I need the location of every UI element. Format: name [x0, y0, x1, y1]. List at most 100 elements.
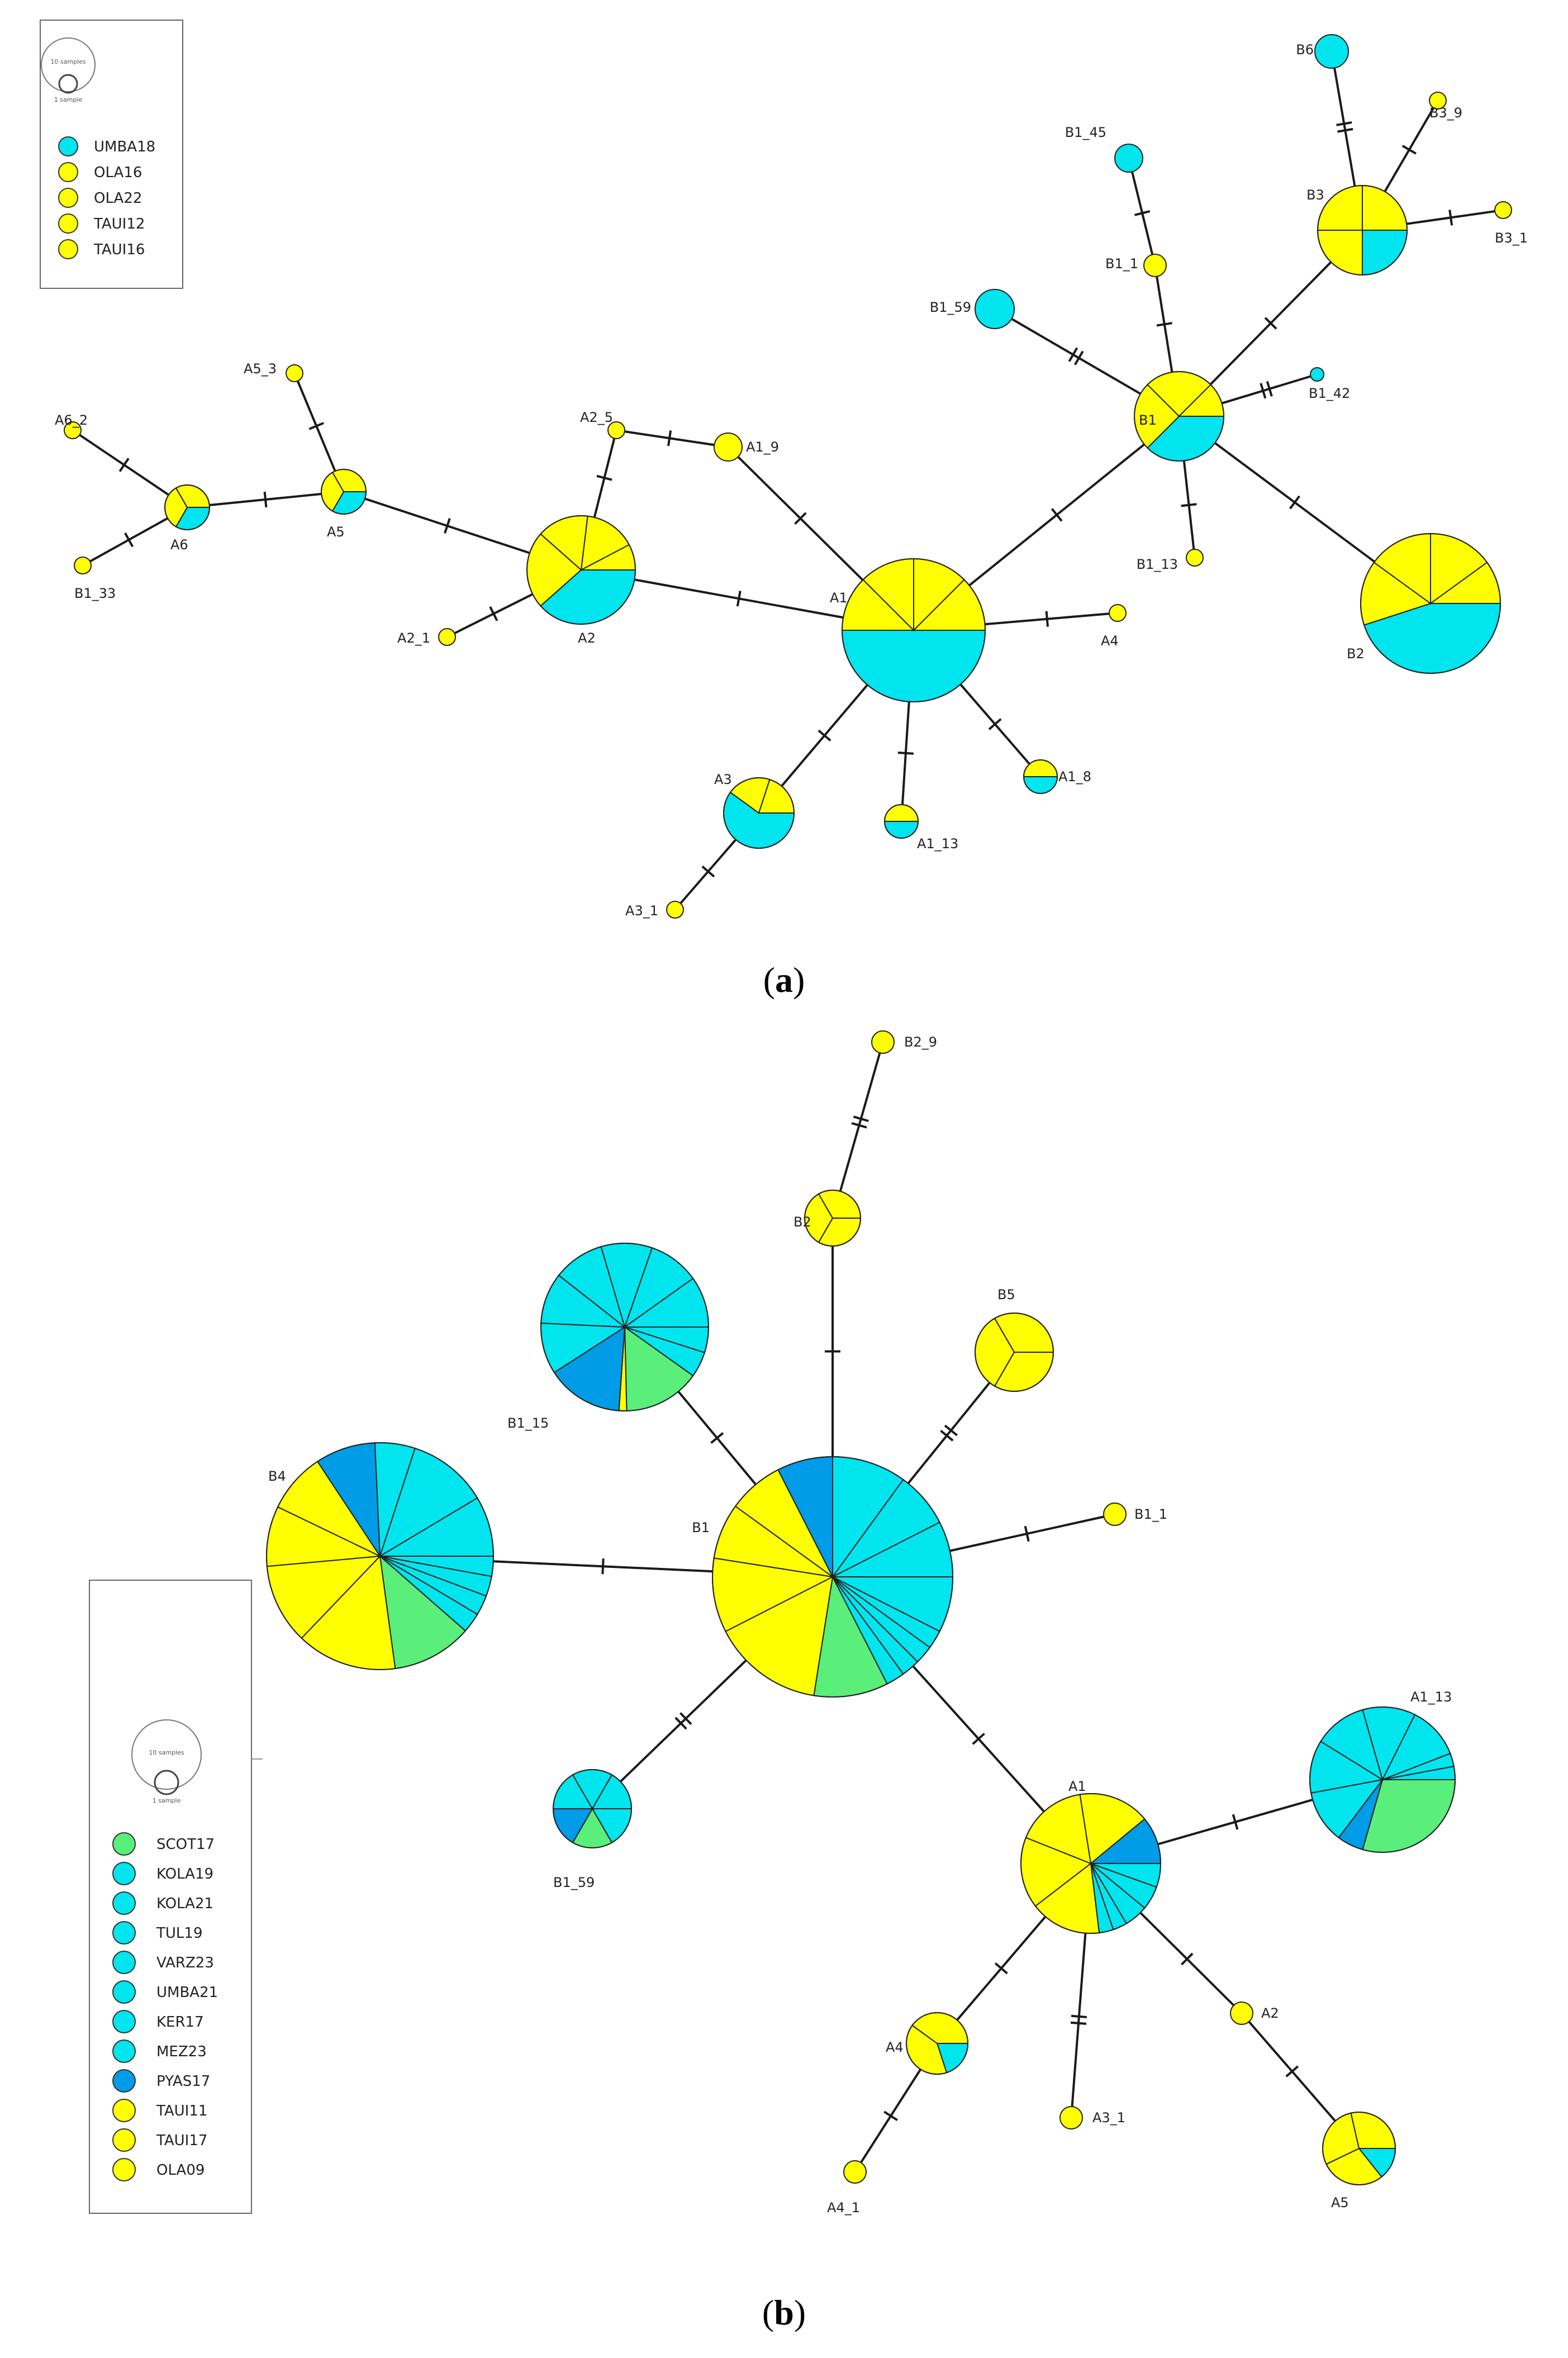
- pie-slice: [1103, 1503, 1127, 1526]
- mutation-mark: [489, 606, 498, 621]
- mutation-mark: [1289, 495, 1300, 510]
- haplotype-node-b1-33: B1_33: [74, 557, 116, 601]
- node-outline: [164, 484, 210, 530]
- mutation-mark: [124, 532, 134, 548]
- pie-slice: [1023, 776, 1058, 794]
- legend-swatch-taui17: [112, 2128, 136, 2152]
- mutation-mark: [1401, 145, 1417, 155]
- pie-slice: [438, 628, 456, 646]
- mutation-mark: [674, 1717, 687, 1730]
- mutation-mark: [994, 1962, 1008, 1975]
- haplotype-node-b2-9: B2_9: [871, 1030, 937, 1054]
- node-label-a3-1: A3_1: [625, 903, 658, 919]
- mutation-mark: [1336, 121, 1352, 126]
- legend-scale-small-label: 1 sample: [54, 96, 83, 103]
- node-label-b3-9: B3_9: [1429, 105, 1462, 121]
- node-label-a4: A4: [1101, 633, 1119, 649]
- mutation-mark: [1068, 347, 1078, 362]
- node-label-b1-59: B1_59: [553, 1875, 595, 1890]
- haplotype-node-b1: B1: [1134, 371, 1225, 462]
- edge-a6-a6-2: [72, 429, 188, 508]
- mutation-mark: [1024, 1525, 1030, 1542]
- node-label-a5-3: A5_3: [244, 361, 277, 377]
- pie-slice: [1114, 144, 1143, 173]
- legend-swatch-pyas17: [112, 2069, 136, 2093]
- pie-slice: [1186, 549, 1204, 567]
- node-outline: [1309, 1706, 1456, 1853]
- mutation-mark: [263, 491, 268, 508]
- pie-slice: [883, 821, 919, 839]
- haplotype-node-b6: B6: [1296, 34, 1349, 69]
- legend-swatch-kola21: [112, 1891, 136, 1915]
- node-label-b2-9: B2_9: [904, 1034, 937, 1050]
- pie-slice: [1143, 254, 1167, 277]
- mutation-mark: [940, 1429, 954, 1442]
- haplotype-node-a5-3: A5_3: [244, 361, 303, 382]
- node-label-a6: A6: [170, 537, 188, 553]
- panel-b: 10 samples 1 sample SCOT17KOLA19KOLA21TU…: [89, 1030, 1456, 2332]
- node-label-b6: B6: [1296, 42, 1314, 58]
- node-label-b2: B2: [793, 1214, 811, 1230]
- edge-a2-5-a1-9: [616, 429, 729, 448]
- legend-scale-large-circle: [131, 1719, 202, 1790]
- haplotype-node-b3-1: B3_1: [1494, 201, 1528, 246]
- haplotype-node-a1-9: A1_9: [714, 432, 779, 462]
- caption-a-letter: a: [775, 960, 793, 1000]
- node-label-a2: A2: [578, 630, 596, 646]
- node-outline: [712, 1456, 953, 1698]
- legend-swatch-tul19: [112, 1921, 136, 1945]
- node-label-b3: B3: [1306, 187, 1324, 203]
- node-label-b1-15: B1_15: [507, 1415, 549, 1431]
- haplotype-node-a5: A5: [1322, 2112, 1396, 2210]
- node-label-b1-45: B1_45: [1065, 125, 1106, 140]
- mutation-mark: [897, 752, 914, 755]
- haplotype-node-b1-45: B1_45: [1065, 125, 1143, 173]
- mutation-mark: [601, 1558, 605, 1575]
- haplotype-node-b1-59: B1_59: [930, 289, 1015, 329]
- node-outline: [723, 777, 795, 849]
- legend-swatch-ola16: [58, 162, 78, 182]
- node-label-b1-33: B1_33: [74, 586, 116, 601]
- haplotype-node-a4-1: A4_1: [827, 2160, 867, 2216]
- legend-swatch-taui12: [58, 213, 78, 234]
- legend-label-varz23: VARZ23: [156, 1955, 214, 1971]
- network-nodes-b: B1B4B1_15A1A1_13B1_59B2B2_9B5B1_1A2A5A3_…: [266, 1030, 1456, 2216]
- mutation-mark: [1285, 2065, 1299, 2077]
- node-label-b5: B5: [997, 1287, 1015, 1302]
- node-label-a1-9: A1_9: [746, 439, 779, 455]
- haplotype-node-a2: A2: [526, 515, 636, 646]
- legend-label-pyas17: PYAS17: [156, 2073, 210, 2090]
- mutation-mark: [1232, 1814, 1239, 1830]
- haplotype-node-b2: B2: [1347, 533, 1502, 674]
- mutation-mark: [1448, 210, 1453, 226]
- node-label-b3-1: B3_1: [1495, 230, 1528, 246]
- legend-swatch-kola19: [112, 1862, 136, 1885]
- mutation-mark: [1264, 317, 1277, 330]
- haplotype-node-a5: A5: [321, 469, 367, 540]
- pie-slice: [1059, 2106, 1083, 2129]
- haplotype-node-a2-5: A2_5: [580, 410, 625, 439]
- node-label-b2: B2: [1347, 646, 1365, 662]
- mutation-mark: [1051, 508, 1063, 522]
- legend-label-umba18: UMBA18: [94, 139, 155, 155]
- haplotype-node-a4: A4: [886, 2012, 969, 2075]
- pie-slice: [64, 421, 82, 439]
- legend-label-umba21: UMBA21: [156, 1984, 218, 2001]
- mutation-mark: [1260, 383, 1267, 399]
- pie-slice: [666, 901, 684, 919]
- legend-label-taui16: TAUI16: [93, 241, 145, 258]
- haplotype-node-a6-2: A6_2: [55, 412, 88, 439]
- pie-slice: [1429, 92, 1447, 110]
- legend-label-ola09: OLA09: [156, 2162, 205, 2179]
- pie-slice: [883, 804, 919, 822]
- pie-slice: [1317, 184, 1363, 231]
- mutation-mark: [710, 1432, 724, 1444]
- node-label-b1: B1: [692, 1520, 710, 1535]
- mutation-mark: [1071, 2014, 1087, 2018]
- node-outline: [266, 1442, 494, 1670]
- legend-label-mez23: MEZ23: [156, 2043, 207, 2060]
- node-label-a2-1: A2_1: [397, 630, 430, 646]
- haplotype-node-b1-42: B1_42: [1309, 367, 1350, 401]
- node-label-a1: A1: [830, 590, 848, 606]
- mutation-mark: [988, 718, 1002, 730]
